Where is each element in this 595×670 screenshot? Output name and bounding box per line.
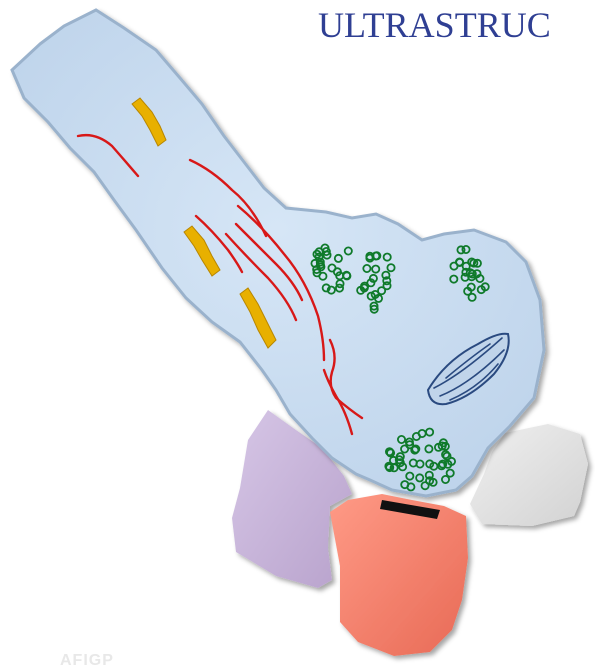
salmon-cell	[330, 494, 468, 656]
footer-label: AFIGP	[60, 652, 114, 670]
